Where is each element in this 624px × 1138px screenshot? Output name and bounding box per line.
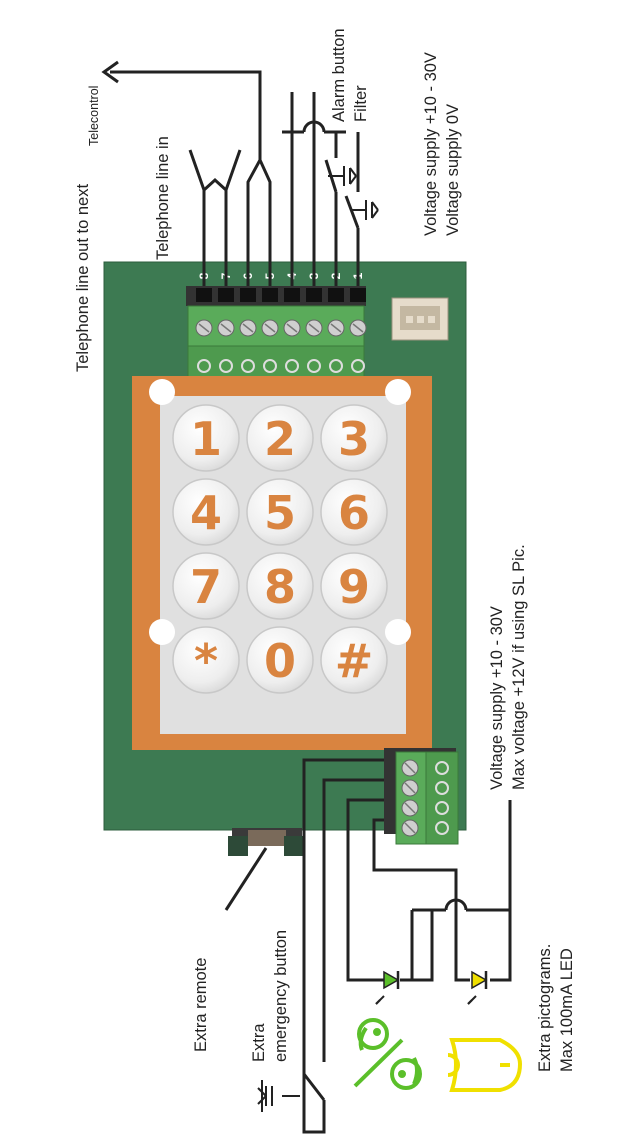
label-telecontrol: Telecontrol (87, 86, 101, 146)
bottom-wiring (224, 758, 512, 1134)
keypad-key-label: 6 (338, 486, 370, 540)
keypad-key-label: 7 (190, 560, 222, 614)
top-wiring (101, 60, 360, 286)
keypad-key-label: 9 (338, 560, 370, 614)
keypad-key[interactable] (320, 552, 388, 620)
keypad-key-label: 1 (190, 412, 222, 466)
label-supply-side-1: Voltage supply +10 - 30V (488, 606, 506, 790)
keypad-key-label: 4 (190, 486, 222, 540)
keypad-key-label: 8 (264, 560, 296, 614)
keypad-key[interactable] (172, 552, 240, 620)
terminal-block-top (186, 286, 367, 381)
label-pictograms-1: Extra pictograms. (536, 944, 554, 1072)
labels: Telephone line out to next Telecontrol T… (74, 28, 576, 1072)
yellow-led-icon (467, 970, 488, 1005)
label-extra-emergency-2: emergency button (272, 930, 290, 1062)
label-telephone-out: Telephone line out to next (74, 184, 92, 372)
label-supply-top-1: Voltage supply +10 - 30V (422, 52, 440, 236)
keypad-key-label: 0 (264, 634, 296, 688)
label-extra-remote: Extra remote (192, 958, 210, 1052)
alarm-switch-icon (328, 166, 357, 186)
person-pictogram-icon (353, 1018, 422, 1090)
keypad-key-label: 2 (264, 412, 296, 466)
bell-pictogram-icon (447, 1038, 523, 1092)
keypad-key-label: 3 (338, 412, 370, 466)
label-pictograms-2: Max 100mA LED (558, 948, 576, 1072)
keypad-key-label: # (335, 634, 374, 688)
emergency-switch-icon (257, 1080, 300, 1112)
header-connector (391, 297, 449, 341)
green-led-icon (375, 970, 400, 1005)
keypad-key[interactable] (320, 478, 388, 546)
keypad-key[interactable] (172, 626, 240, 694)
label-filter: Filter (352, 85, 370, 122)
label-telephone-in: Telephone line in (154, 136, 172, 260)
label-supply-side-2: Max voltage +12V if using SL Pic. (510, 544, 528, 790)
keypad-key[interactable] (320, 626, 388, 694)
filter-switch-icon (350, 200, 379, 220)
keypad-key[interactable] (246, 478, 314, 546)
keypad-key[interactable] (246, 404, 314, 472)
keypad-key[interactable] (172, 478, 240, 546)
label-extra-emergency-1: Extra (250, 1023, 268, 1062)
keypad-key[interactable] (246, 626, 314, 694)
keypad-key-label: * (194, 634, 218, 688)
keypad-key-label: 5 (264, 486, 296, 540)
keypad-key[interactable] (172, 404, 240, 472)
label-alarm-button: Alarm button (330, 28, 348, 122)
label-supply-top-2: Voltage supply 0V (444, 104, 462, 236)
terminal-block-side (384, 748, 459, 845)
keypad-key[interactable] (246, 552, 314, 620)
keypad-key[interactable] (320, 404, 388, 472)
